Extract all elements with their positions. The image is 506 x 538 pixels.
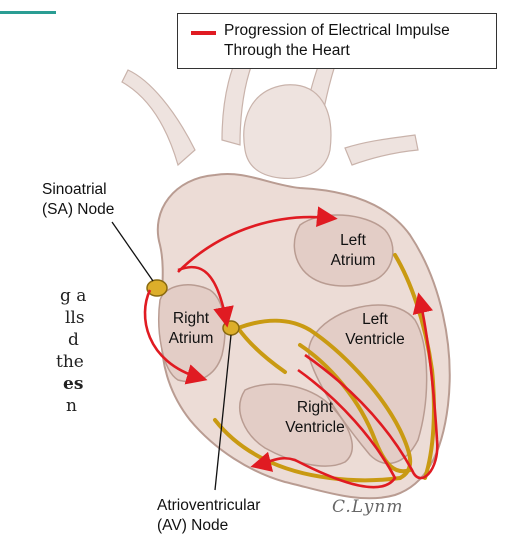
body-text-fragment: g a lls d the es n [0, 285, 86, 417]
av-node-label: Atrioventricular (AV) Node [157, 496, 260, 536]
sa-node-label: Sinoatrial (SA) Node [42, 180, 114, 220]
body-text-line-6: n [0, 395, 86, 417]
left-ventricle-label-line-2: Ventricle [330, 330, 420, 350]
right-ventricle-label-line-2: Ventricle [270, 418, 360, 438]
sa-node [147, 280, 167, 296]
legend-impulse-swatch [191, 31, 216, 35]
left-atrium-label-line-1: Left [311, 231, 395, 251]
right-atrium-label: Right Atrium [155, 309, 227, 349]
left-atrium-label-line-2: Atrium [311, 251, 395, 271]
body-text-line-3: d [0, 329, 86, 351]
right-atrium-label-line-1: Right [155, 309, 227, 329]
left-ventricle-label-line-1: Left [330, 310, 420, 330]
left-ventricle-label: Left Ventricle [330, 310, 420, 350]
sa-node-label-line-1: Sinoatrial [42, 180, 114, 200]
left-atrium-label: Left Atrium [311, 231, 395, 271]
legend-line-1: Progression of Electrical Impulse [224, 21, 492, 41]
legend-box: Progression of Electrical Impulse Throug… [177, 13, 497, 69]
sa-node-label-line-2: (SA) Node [42, 200, 114, 220]
right-ventricle-label: Right Ventricle [270, 398, 360, 438]
body-text-line-5: es [0, 373, 86, 395]
av-node-label-line-1: Atrioventricular [157, 496, 260, 516]
right-atrium-label-line-2: Atrium [155, 329, 227, 349]
body-text-line-1: g a [0, 285, 86, 307]
artist-signature: C.Lynm [332, 497, 403, 517]
av-node-label-line-2: (AV) Node [157, 516, 260, 536]
body-text-line-4: the [0, 351, 86, 373]
body-text-line-2: lls [0, 307, 86, 329]
right-ventricle-label-line-1: Right [270, 398, 360, 418]
legend-line-2: Through the Heart [224, 41, 492, 61]
legend-label: Progression of Electrical Impulse Throug… [224, 21, 492, 61]
sa-node-leader [112, 222, 153, 281]
